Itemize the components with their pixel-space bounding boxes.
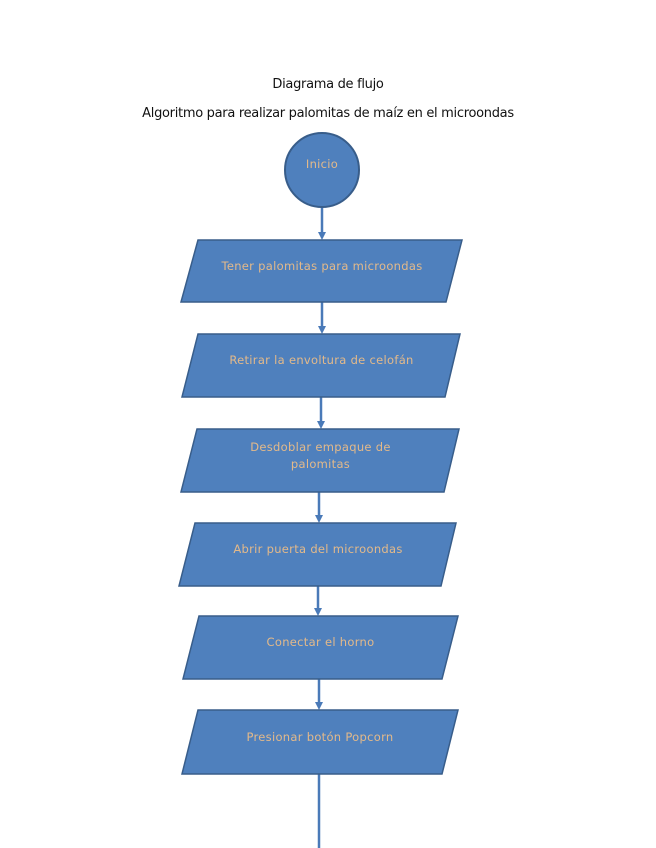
process-step-5-shape — [182, 615, 459, 680]
process-step-6-shape — [181, 709, 459, 775]
process-step-2-label: Retirar la envoltura de celofán — [229, 353, 414, 367]
process-step-1-shape — [180, 239, 463, 303]
diagram-subtitle: Algoritmo para realizar palomitas de maí… — [142, 106, 514, 121]
diagram-title: Diagrama de flujo — [272, 77, 384, 92]
process-step-5-label: Conectar el horno — [266, 635, 375, 649]
process-step-4-label: Abrir puerta del microondas — [233, 542, 403, 556]
start-node-circle — [284, 132, 360, 208]
process-step-2-shape — [181, 333, 461, 398]
start-node-label: Inicio — [305, 156, 339, 171]
process-step-1-label: Tener palomitas para microondas — [221, 258, 423, 273]
process-step-3-shape — [180, 428, 460, 493]
process-step-3-label: Desdoblar empaque de palomitas — [250, 439, 391, 471]
process-step-4-shape — [178, 522, 457, 587]
process-step-6-label: Presionar botón Popcorn — [246, 729, 394, 744]
